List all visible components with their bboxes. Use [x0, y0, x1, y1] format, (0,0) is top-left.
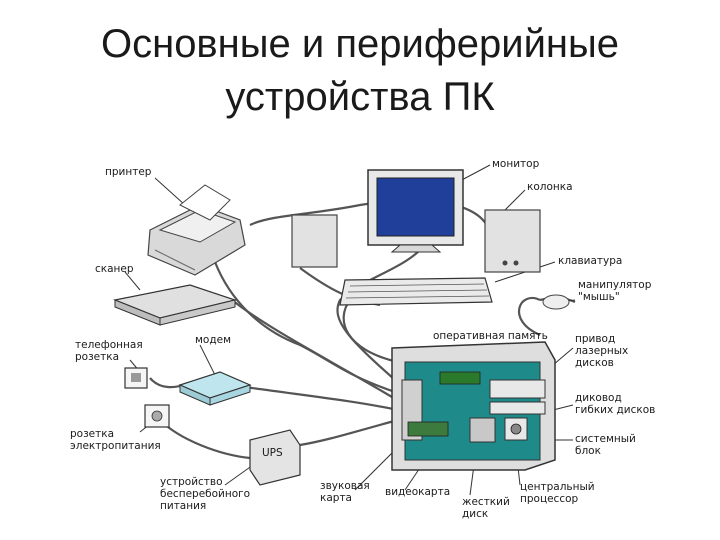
label-mouse-line-2: "мышь" [578, 291, 620, 303]
ups-badge: UPS [262, 447, 283, 459]
label-cd-line-1: привод [575, 333, 615, 345]
label-power-outlet-line-2: электропитания [70, 440, 161, 452]
label-floppy-line-2: гибких дисков [575, 404, 655, 416]
label-ups-line-1: устройство [160, 476, 223, 488]
scanner-device [112, 284, 238, 326]
modem-device [178, 371, 252, 406]
label-keyboard: клавиатура [558, 255, 622, 267]
title-line-2: устройства ПК [225, 75, 495, 119]
ups-device: UPS [249, 429, 301, 486]
label-sound-card-line-2: карта [320, 492, 352, 504]
label-hdd-line-1: жесткий [462, 496, 510, 508]
label-power-outlet-line-1: розетка [70, 428, 114, 440]
mouse-device [542, 294, 570, 310]
speaker-right [484, 209, 541, 273]
label-system-unit-line-2: блок [575, 445, 601, 457]
label-cpu-line-2: процессор [520, 493, 579, 505]
label-speaker: колонка [527, 181, 573, 193]
label-ups-line-3: питания [160, 500, 206, 512]
label-floppy-line-1: диковод [575, 392, 622, 404]
label-printer: принтер [105, 166, 152, 178]
monitor-device [367, 169, 464, 253]
label-phone-jack-line-2: розетка [75, 351, 119, 363]
title-line-1: Основные и периферийные [100, 22, 620, 66]
speaker-left [291, 214, 338, 268]
label-phone-jack-line-1: телефонная [75, 339, 143, 351]
label-modem: модем [195, 334, 231, 346]
phone-jack-device [124, 367, 148, 389]
label-scanner: сканер [95, 263, 134, 275]
label-system-unit-line-1: системный [575, 433, 636, 445]
label-cd-line-2: лазерных [575, 345, 628, 357]
label-hdd-line-2: диск [462, 508, 488, 520]
label-mouse-line-1: манипулятор [578, 279, 652, 291]
label-monitor: монитор [492, 158, 540, 170]
label-ram: оперативная память [433, 330, 548, 342]
power-outlet-device [144, 404, 170, 428]
label-video-card: видеокарта [385, 486, 450, 498]
label-cd-line-3: дисков [575, 357, 614, 369]
keyboard-device [339, 277, 493, 306]
label-sound-card-line-1: звуковая [320, 480, 370, 492]
printer-device [147, 184, 246, 276]
label-cpu-line-1: центральный [520, 481, 595, 493]
system-unit-device [391, 341, 556, 471]
label-ups-line-2: бесперебойного [160, 488, 250, 500]
diagram-labels: принтер монитор колонка клавиатура манип… [70, 158, 655, 520]
